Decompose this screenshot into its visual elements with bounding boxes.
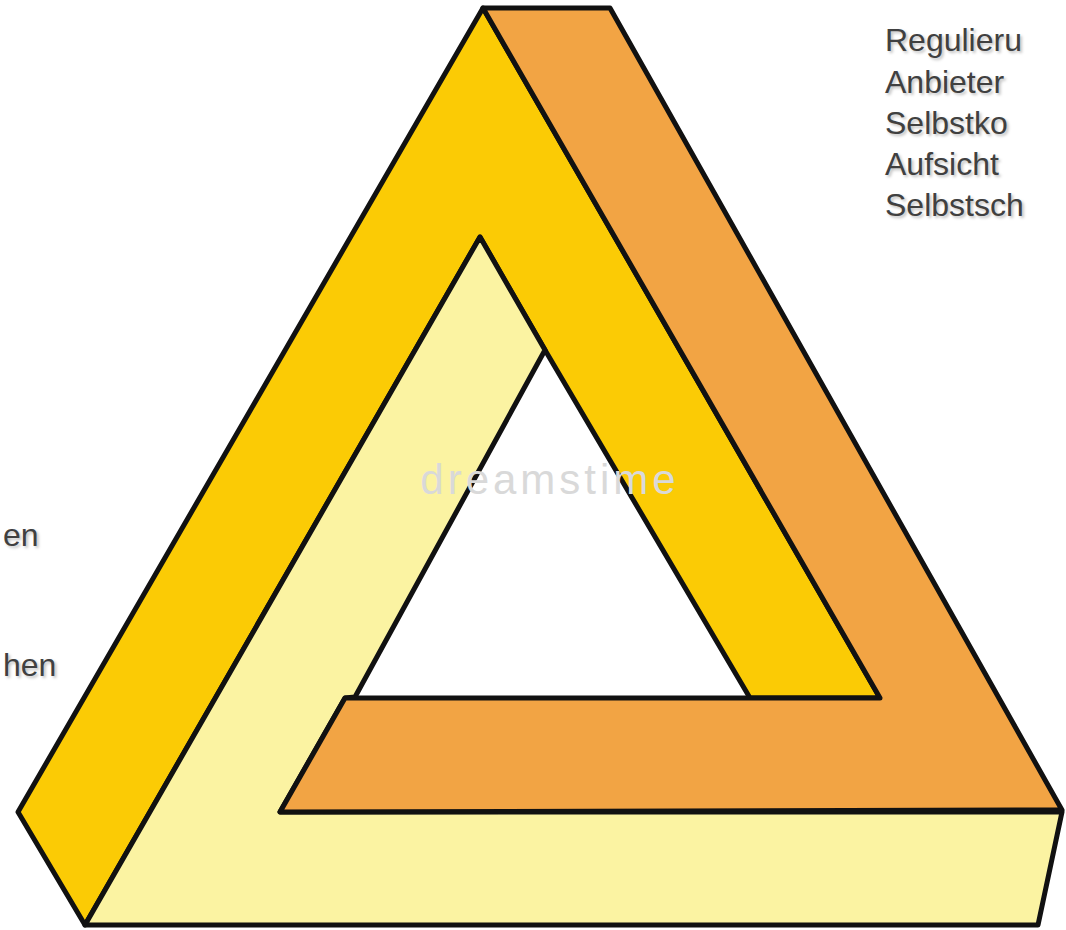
list-item: Selbstko (885, 103, 1008, 143)
side-label: hen (3, 645, 56, 685)
side-label: en (3, 515, 39, 555)
triangle-face-orange (280, 8, 1062, 812)
list-item: Aufsicht (885, 144, 999, 184)
list-item: Regulieru (885, 20, 1022, 60)
watermark: dreamstime (420, 460, 679, 500)
list-item: Anbieter (885, 62, 1004, 102)
list-item: Selbstsch (885, 185, 1024, 225)
